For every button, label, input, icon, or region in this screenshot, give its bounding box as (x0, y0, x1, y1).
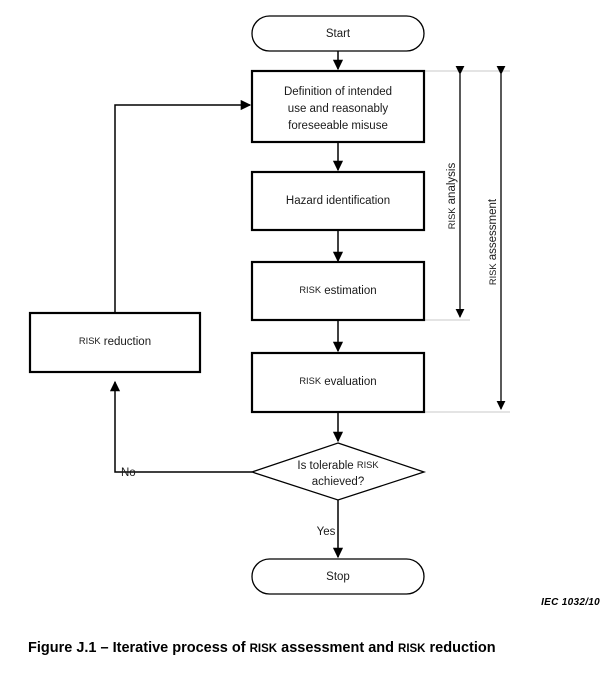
bracket-label-risk-analysis-rest: analysis (446, 163, 458, 208)
node-risk-estimation-term: RISK (299, 285, 321, 295)
bracket-label-risk-analysis-term: RISK (447, 207, 457, 229)
node-hazard-identification[interactable] (250, 170, 426, 232)
node-risk-evaluation[interactable] (250, 351, 426, 414)
node-risk-reduction-label: RISK reduction (79, 336, 151, 348)
node-risk-evaluation-rest: evaluation (321, 376, 377, 388)
node-risk-estimation-label: RISK estimation (299, 285, 376, 297)
node-decision-line2: achieved? (312, 476, 364, 488)
caption-prefix: Figure J.1 – Iterative process of (28, 640, 250, 656)
iec-source-code: IEC 1032/10 (541, 597, 600, 608)
node-definition-of-intended-use[interactable] (250, 69, 426, 144)
node-risk-reduction-term: RISK (79, 336, 101, 346)
node-definition-line1: Definition of intended (284, 86, 392, 98)
node-risk-estimation[interactable] (250, 260, 426, 322)
edge-label-no: No (121, 467, 136, 479)
node-decision-line1: Is tolerable RISK (297, 460, 379, 472)
node-risk-estimation-rest: estimation (321, 285, 377, 297)
bracket-label-risk-analysis: RISK analysis (446, 163, 458, 230)
node-start[interactable] (251, 15, 425, 52)
edge-label-yes: Yes (317, 526, 336, 538)
caption-mid: assessment and (277, 640, 399, 656)
node-definition-line3: foreseeable misuse (288, 120, 388, 132)
node-decision-tolerable-risk[interactable] (249, 442, 427, 501)
node-decision-line1-prefix: Is tolerable (297, 460, 356, 472)
node-risk-evaluation-label: RISK evaluation (299, 376, 376, 388)
figure-caption: Figure J.1 – Iterative process of RISK a… (28, 640, 588, 656)
node-risk-reduction[interactable] (28, 311, 202, 374)
node-risk-evaluation-term: RISK (299, 376, 321, 386)
node-decision-line1-term: RISK (357, 460, 379, 470)
bracket-label-risk-assessment-rest: assessment (487, 198, 499, 263)
node-risk-reduction-rest: reduction (101, 336, 152, 348)
bracket-label-risk-assessment: RISK assessment (487, 198, 499, 285)
caption-term-risk-1: RISK (249, 643, 278, 655)
connector-no-branch-to-reduction (109, 380, 252, 473)
bracket-label-risk-assessment-term: RISK (488, 263, 498, 285)
caption-suffix: reduction (425, 640, 496, 656)
node-stop-label: Stop (326, 571, 350, 583)
connector-reduction-to-definition (114, 99, 252, 313)
node-definition-line2: use and reasonably (288, 103, 389, 115)
node-start-label: Start (326, 28, 351, 40)
node-stop[interactable] (251, 558, 425, 595)
caption-term-risk-2: RISK (398, 643, 426, 655)
node-hazard-label: Hazard identification (286, 195, 390, 207)
